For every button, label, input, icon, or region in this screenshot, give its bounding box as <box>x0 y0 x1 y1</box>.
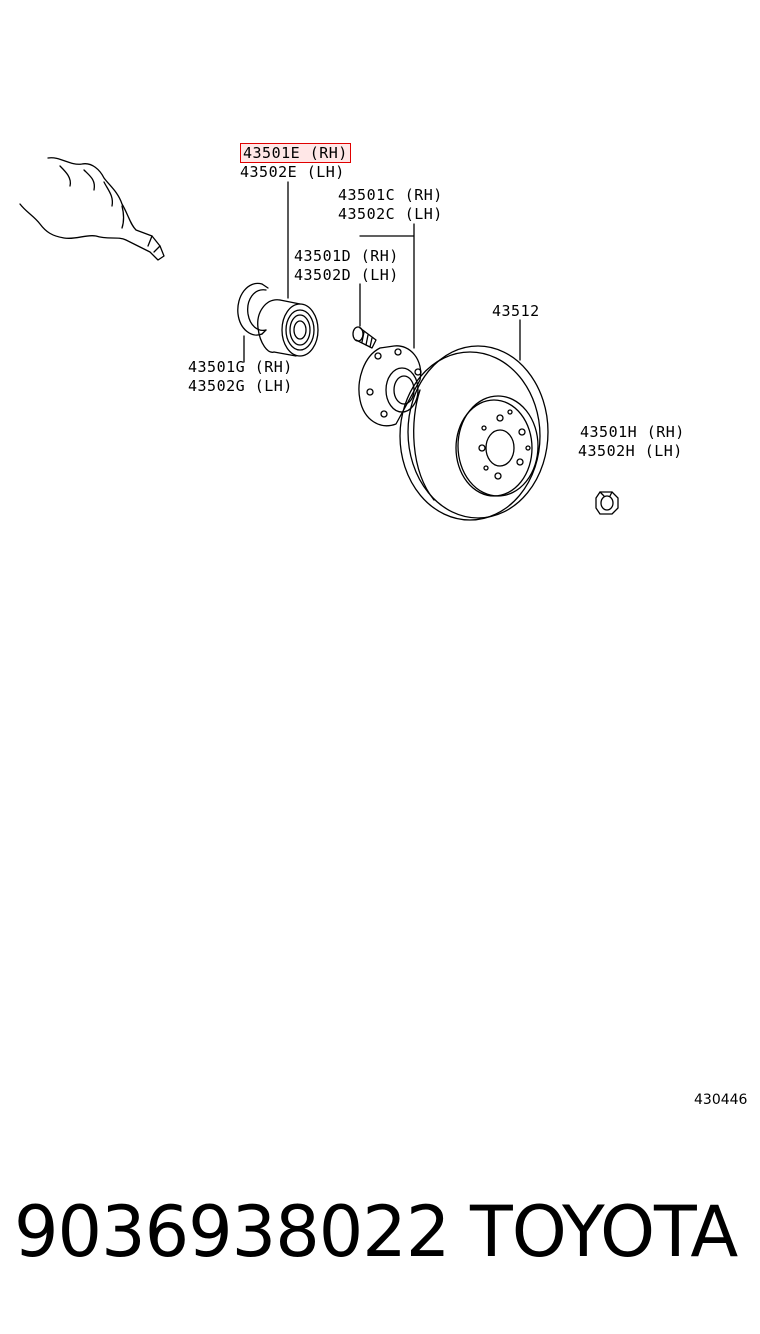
label-43501C[interactable]: 43501C (RH) <box>338 186 443 204</box>
hub-illustration <box>358 345 422 427</box>
lock-nut-illustration <box>595 491 619 515</box>
label-43512[interactable]: 43512 <box>492 302 540 320</box>
label-43501G[interactable]: 43501G (RH) <box>188 358 293 376</box>
label-43502G[interactable]: 43502G (LH) <box>188 377 293 395</box>
label-43502D[interactable]: 43502D (LH) <box>294 266 399 284</box>
label-43501E[interactable]: 43501E (RH) <box>240 143 351 163</box>
disc-rotor-illustration <box>399 345 549 521</box>
drive-shaft-illustration <box>19 157 165 261</box>
hub-bolt-illustration <box>352 326 377 349</box>
snap-ring-illustration <box>237 282 269 336</box>
label-43501D[interactable]: 43501D (RH) <box>294 247 399 265</box>
diagram-code: 430446 <box>694 1092 748 1108</box>
part-number: 9036938022 <box>14 1191 450 1273</box>
highlighted-part-label[interactable]: 43501E (RH) <box>240 143 351 163</box>
label-43502C[interactable]: 43502C (LH) <box>338 205 443 223</box>
label-43501H[interactable]: 43501H (RH) <box>580 423 685 441</box>
label-43502H[interactable]: 43502H (LH) <box>578 442 683 460</box>
label-43502E[interactable]: 43502E (LH) <box>240 163 345 181</box>
leader-lines <box>243 181 521 363</box>
bearing-illustration <box>257 299 319 357</box>
brand-name: TOYOTA <box>470 1191 738 1273</box>
